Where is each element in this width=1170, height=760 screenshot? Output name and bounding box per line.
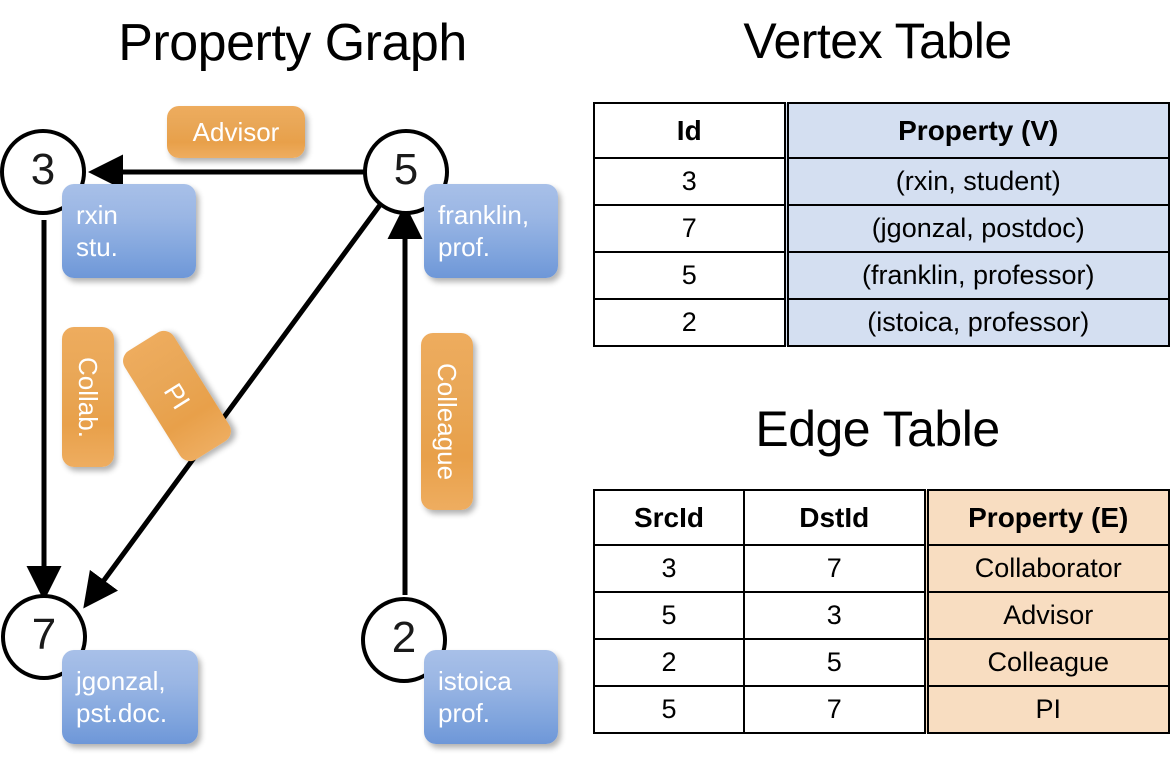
vertex-property-box-2-line2: prof. — [438, 698, 491, 728]
vertex-cell-id: 2 — [593, 298, 787, 347]
graph-node-5[interactable]: 5 — [363, 129, 449, 215]
graph-node-3-label: 3 — [30, 145, 56, 194]
edge-cell-dst: 7 — [743, 544, 927, 593]
edge-cell-property: PI — [923, 685, 1170, 734]
vertex-property-box-3-line2: stu. — [76, 232, 118, 262]
edge-cell-src: 5 — [593, 591, 745, 640]
edge-cell-src: 3 — [593, 544, 745, 593]
edge-table: SrcId DstId Property (E) 3 7 Collaborato… — [593, 489, 1170, 734]
vertex-property-box-7-line2: pst.doc. — [76, 698, 168, 728]
table-row[interactable]: 3 (rxin, student) — [593, 157, 1170, 206]
graph-node-2-label: 2 — [391, 613, 417, 662]
vertex-cell-property: (istoica, professor) — [783, 298, 1170, 347]
table-row[interactable]: 5 3 Advisor — [593, 591, 1170, 640]
table-row[interactable]: 2 5 Colleague — [593, 638, 1170, 687]
edge-cell-dst: 5 — [743, 638, 927, 687]
vertex-cell-id: 7 — [593, 204, 787, 253]
edge-cell-src: 2 — [593, 638, 745, 687]
vertex-property-box-2-line1: istoica — [438, 666, 512, 696]
vertex-property-box-7[interactable]: jgonzal, pst.doc. — [62, 650, 198, 744]
edge-label-collaborator-text: Collab. — [73, 356, 103, 438]
vertex-cell-property: (rxin, student) — [783, 157, 1170, 206]
vertex-table-col-id: Id — [593, 102, 787, 159]
edge-pi-line — [83, 203, 383, 609]
vertex-property-box-5[interactable]: franklin, prof. — [424, 184, 558, 278]
vertex-property-box-3[interactable]: rxin stu. — [62, 184, 196, 278]
vertex-property-box-3-line1: rxin — [76, 200, 118, 230]
table-row[interactable]: 5 7 PI — [593, 685, 1170, 734]
graph-node-7-label: 7 — [31, 610, 57, 659]
edge-cell-dst: 3 — [743, 591, 927, 640]
vertex-cell-id: 3 — [593, 157, 787, 206]
graph-node-5-label: 5 — [393, 145, 419, 194]
vertex-table: Id Property (V) 3 (rxin, student) 7 (jgo… — [593, 102, 1170, 347]
edge-table-col-property: Property (E) — [923, 489, 1170, 546]
vertex-property-box-7-line1: jgonzal, — [76, 666, 166, 696]
edge-cell-property: Advisor — [923, 591, 1170, 640]
edge-label-pi-text: PI — [157, 377, 197, 415]
edge-label-advisor[interactable]: Advisor — [167, 106, 305, 158]
edge-table-header-row: SrcId DstId Property (E) — [593, 489, 1170, 546]
table-row[interactable]: 7 (jgonzal, postdoc) — [593, 204, 1170, 253]
edge-label-colleague[interactable]: Colleague — [421, 333, 473, 510]
vertex-cell-property: (jgonzal, postdoc) — [783, 204, 1170, 253]
edge-cell-property: Colleague — [923, 638, 1170, 687]
vertex-property-box-2[interactable]: istoica prof. — [424, 650, 558, 744]
edge-label-colleague-text: Colleague — [432, 362, 462, 481]
vertex-cell-id: 5 — [593, 251, 787, 300]
edge-label-collaborator[interactable]: Collab. — [62, 327, 114, 467]
vertex-table-col-property: Property (V) — [783, 102, 1170, 159]
vertex-cell-property: (franklin, professor) — [783, 251, 1170, 300]
edge-table-col-dstid: DstId — [743, 489, 927, 546]
edge-table-col-srcid: SrcId — [593, 489, 745, 546]
edge-cell-property: Collaborator — [923, 544, 1170, 593]
property-graph-diagram: 3 5 7 2 rxin stu. franklin, prof. jgonza… — [0, 90, 585, 760]
edge-label-advisor-text: Advisor — [192, 117, 280, 147]
edge-cell-src: 5 — [593, 685, 745, 734]
table-row[interactable]: 5 (franklin, professor) — [593, 251, 1170, 300]
vertex-property-box-5-line2: prof. — [438, 232, 491, 262]
vertex-property-box-5-line1: franklin, — [438, 200, 530, 230]
graph-node-3[interactable]: 3 — [0, 129, 86, 215]
page-title-vertex-table: Vertex Table — [743, 13, 1012, 69]
vertex-table-header-row: Id Property (V) — [593, 102, 1170, 159]
page-title-edge-table: Edge Table — [755, 401, 1000, 457]
graph-edge-lines — [26, 154, 423, 609]
table-row[interactable]: 2 (istoica, professor) — [593, 298, 1170, 347]
edge-cell-dst: 7 — [743, 685, 927, 734]
table-row[interactable]: 3 7 Collaborator — [593, 544, 1170, 593]
page-title-property-graph: Property Graph — [118, 14, 467, 72]
